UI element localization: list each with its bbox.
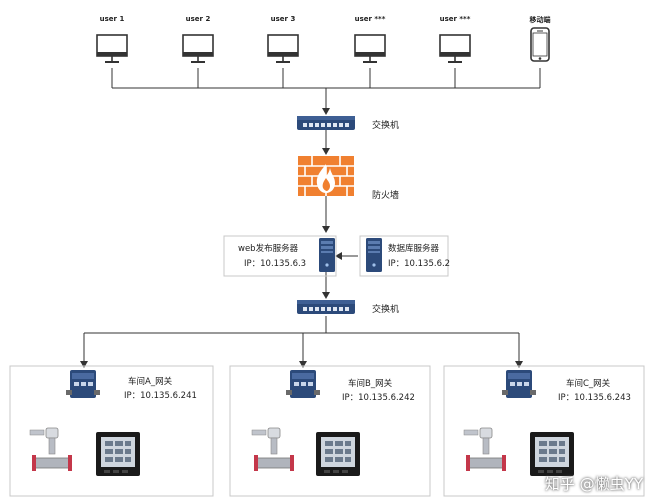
- mobile-label: 移动端: [529, 16, 551, 24]
- top-bus-lines: [80, 68, 541, 368]
- monitor-icon: [267, 34, 299, 63]
- bottom-switch-icon: [297, 300, 355, 314]
- power-meter-icon: [316, 432, 360, 476]
- power-meter-icon: [530, 432, 574, 476]
- user-label: user ***: [439, 15, 471, 23]
- database-server-icon: [366, 238, 382, 272]
- monitor-icon: [354, 34, 386, 63]
- watermark: 知乎 @懒虫YY: [544, 475, 643, 493]
- gateway-c-name: 车间C_网关: [566, 379, 611, 389]
- power-meter-icon: [96, 432, 140, 476]
- gateway-c-ip: IP：10.135.6.243: [558, 393, 631, 403]
- top-switch-icon: [297, 116, 355, 130]
- gateway-device-icon: [286, 370, 320, 398]
- firewall-icon: [298, 156, 354, 196]
- flowmeter-icon: [251, 427, 294, 471]
- bottom-switch-label: 交换机: [372, 305, 400, 315]
- monitor-icon: [96, 34, 128, 63]
- monitor-icon: [439, 34, 471, 63]
- user-label: user 1: [99, 15, 125, 23]
- gateway-device-icon: [502, 370, 536, 398]
- gateway-a-name: 车间A_网关: [128, 377, 173, 387]
- user-label: user 3: [270, 15, 296, 23]
- db-server-ip: IP：10.135.6.2: [388, 259, 451, 269]
- firewall-label: 防火墙: [372, 191, 400, 201]
- mobile-phone-icon: [530, 27, 550, 62]
- gateway-b-ip: IP：10.135.6.242: [342, 393, 415, 403]
- web-server-name: web发布服务器: [238, 244, 299, 254]
- web-server-ip: IP：10.135.6.3: [244, 259, 307, 269]
- flowmeter-icon: [463, 427, 506, 471]
- user-label: user 2: [185, 15, 211, 23]
- gateway-device-icon: [66, 370, 100, 398]
- top-switch-label: 交换机: [372, 121, 400, 131]
- flowmeter-icon: [29, 427, 72, 471]
- user-label: user ***: [354, 15, 386, 23]
- gateway-b-name: 车间B_网关: [348, 379, 393, 389]
- db-server-name: 数据库服务器: [388, 244, 440, 254]
- monitor-icon: [182, 34, 214, 63]
- gateway-a-ip: IP：10.135.6.241: [124, 391, 197, 401]
- web-server-icon: [319, 238, 335, 272]
